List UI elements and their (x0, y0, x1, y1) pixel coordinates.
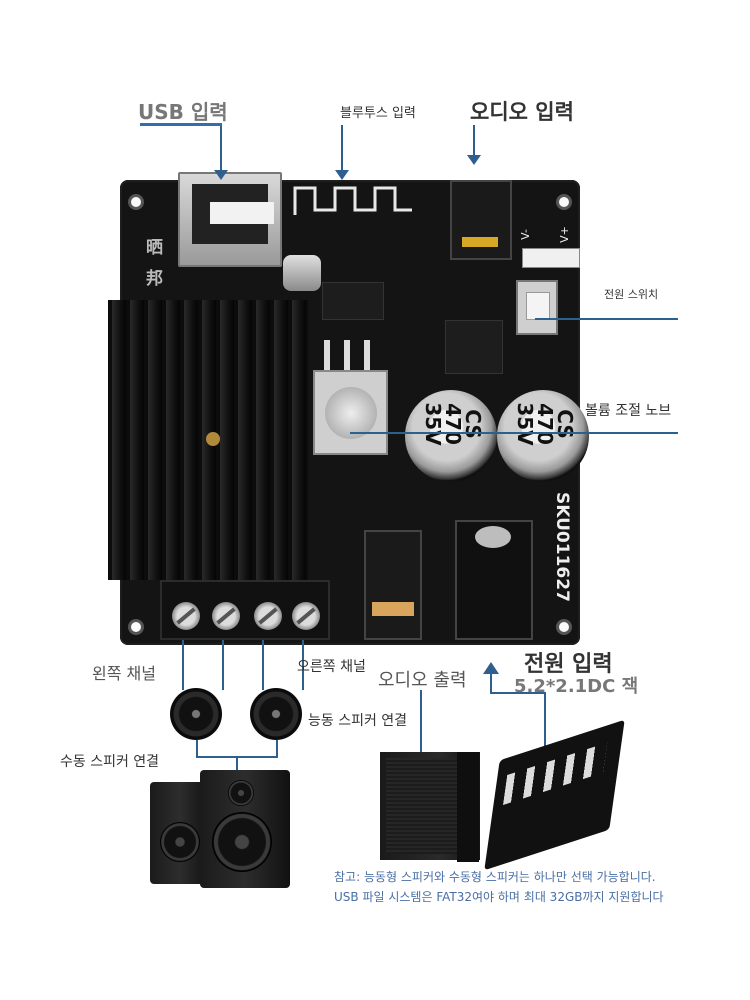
note-speaker-selection: 참고: 능동형 스피커와 수동형 스피커는 하나만 선택 가능합니다. (334, 870, 656, 884)
dc-power-jack[interactable] (455, 520, 533, 640)
heatsink (108, 300, 308, 580)
speaker-left-icon (170, 688, 222, 740)
brand-mark: 晒 邦 (142, 238, 162, 290)
label-usb-input: USB 입력 (138, 100, 228, 124)
pot-pins (324, 340, 372, 370)
passive-speaker-front (200, 770, 290, 888)
leader-line-power-switch (535, 318, 678, 320)
pin-label-vplus: V+ (557, 226, 571, 243)
arrow-down-icon (335, 170, 349, 180)
label-power-switch: 전원 스위치 (604, 288, 659, 301)
label-audio-output: 오디오 출력 (378, 670, 467, 691)
label-left-channel: 왼쪽 채널 (92, 664, 156, 683)
leader-line-audio-in (473, 125, 475, 157)
audio-output-jack[interactable] (364, 530, 422, 640)
label-right-channel: 오른쪽 채널 (297, 659, 366, 675)
power-adapter (484, 719, 625, 871)
label-power-input: 전원 입력 (524, 652, 613, 677)
sku-text: SKU011627 (552, 492, 572, 602)
speaker-right-icon (250, 688, 302, 740)
label-audio-input: 오디오 입력 (470, 100, 574, 124)
leader-line-power-input (490, 672, 492, 692)
bluetooth-antenna-icon (293, 186, 412, 215)
ic-chip (322, 282, 384, 320)
usb-underline (140, 123, 222, 126)
speaker-terminal-block[interactable] (160, 580, 330, 640)
audio-input-jack[interactable] (450, 180, 512, 260)
label-passive-speaker: 수동 스피커 연결 (60, 754, 160, 770)
usb-port[interactable] (178, 172, 282, 267)
terminal-screw (254, 602, 282, 630)
heatsink-screw (206, 432, 220, 446)
terminal-screw (292, 602, 320, 630)
mount-hole (556, 194, 572, 210)
capacitor-left: CS 470 35V (405, 390, 497, 482)
pin-header[interactable] (522, 248, 580, 268)
leader-line-audio-out (420, 690, 422, 754)
leader-line-bluetooth (341, 125, 343, 173)
pin-label-vminus: V- (518, 229, 532, 240)
crystal-oscillator (283, 255, 321, 291)
capacitor-right: CS 470 35V (497, 390, 589, 482)
mount-hole (128, 619, 144, 635)
arrow-down-icon (214, 170, 228, 180)
label-active-speaker: 능동 스피커 연결 (308, 713, 408, 729)
note-usb-filesystem: USB 파일 시스템은 FAT32여야 하며 최대 32GB까지 지원합니다 (334, 890, 664, 904)
label-volume-knob: 볼륨 조절 노브 (585, 403, 672, 419)
label-bluetooth-input: 블루투스 입력 (340, 106, 416, 121)
regulator-chip (445, 320, 503, 374)
leader-line-usb (220, 125, 222, 173)
arrow-down-icon (467, 155, 481, 165)
mount-hole (128, 194, 144, 210)
label-power-jack: 5.2*2.1DC 잭 (514, 676, 639, 697)
power-switch[interactable] (516, 280, 558, 335)
arrow-up-icon (483, 662, 499, 674)
terminal-screw (212, 602, 240, 630)
volume-knob[interactable] (313, 370, 388, 455)
leader-line-volume (350, 432, 678, 434)
mount-hole (556, 619, 572, 635)
terminal-screw (172, 602, 200, 630)
